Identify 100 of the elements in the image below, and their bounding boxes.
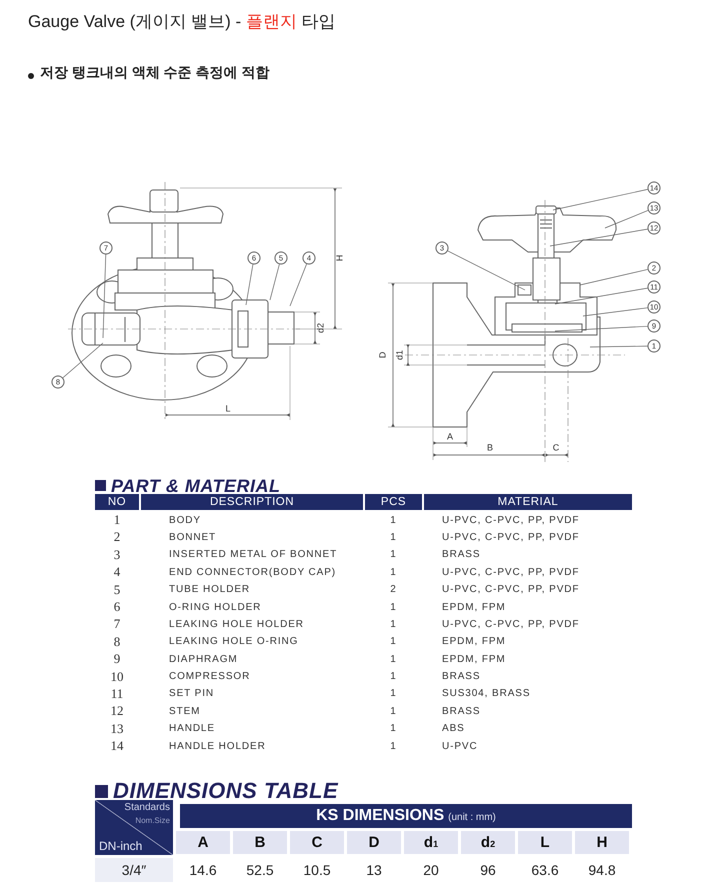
column-header: NO bbox=[95, 494, 139, 510]
table-cell-text: 12 bbox=[110, 702, 124, 720]
bullet-text: 저장 탱크내의 액체 수준 측정에 적합 bbox=[40, 64, 270, 82]
table-cell-text: 10 bbox=[110, 668, 124, 686]
table-cell-text: BODY bbox=[168, 514, 202, 528]
leader-line bbox=[580, 269, 648, 286]
table-cell-text: 1 bbox=[389, 740, 398, 754]
column-header: A bbox=[176, 831, 230, 854]
table-cell-text: 13 bbox=[365, 861, 383, 880]
leader-line bbox=[447, 250, 526, 290]
table-cell-text: ABS bbox=[441, 722, 466, 736]
table-cell-text: EPDM, FPM bbox=[441, 600, 507, 615]
header-text: DN-inch bbox=[99, 840, 142, 852]
valve-body-part bbox=[432, 282, 600, 428]
table-cell-text: STEM bbox=[168, 704, 202, 719]
table-cell-text: 14 bbox=[110, 737, 124, 755]
leader-line bbox=[554, 288, 648, 304]
unit-note: (unit : mm) bbox=[448, 812, 496, 823]
header-text: KS DIMENSIONS bbox=[316, 807, 444, 825]
dimension-label: A bbox=[447, 432, 453, 442]
table-cell-text: INSERTED METAL OF BONNET bbox=[168, 548, 338, 562]
leader-line bbox=[246, 264, 254, 306]
table-cell-text: 94.8 bbox=[587, 861, 617, 880]
table-cell-text: HANDLE HOLDER bbox=[168, 740, 267, 754]
leader-line bbox=[550, 228, 648, 246]
column-header: H bbox=[575, 831, 629, 854]
table-cell-text: EPDM, FPM bbox=[441, 652, 507, 667]
dimension-label: D bbox=[378, 352, 388, 358]
table-cell-text: 8 bbox=[112, 633, 122, 651]
table-cell-text: 1 bbox=[389, 670, 398, 684]
table-cell-text: END CONNECTOR(BODY CAP) bbox=[168, 566, 338, 580]
table-cell-text: 1 bbox=[389, 652, 398, 667]
table-cell-text: BRASS bbox=[441, 704, 482, 719]
leader-line bbox=[270, 264, 280, 300]
table-cell-text: 1 bbox=[389, 514, 398, 528]
leader-line bbox=[290, 264, 307, 306]
table-cell-text: U-PVC, C-PVC, PP, PVDF bbox=[441, 530, 580, 545]
table-cell-text: 96 bbox=[479, 861, 497, 880]
dimension-label: C bbox=[552, 444, 560, 452]
table-cell-text: U-PVC, C-PVC, PP, PVDF bbox=[441, 514, 580, 528]
header-text: Standards bbox=[124, 803, 170, 813]
table-cell-text: 1 bbox=[389, 530, 398, 545]
table-cell-text: 13 bbox=[110, 720, 124, 738]
table-cell-text: 1 bbox=[389, 635, 398, 650]
table-cell-text: 1 bbox=[389, 548, 398, 562]
table-cell-text: TUBE HOLDER bbox=[168, 583, 252, 598]
column-header: D bbox=[347, 831, 401, 854]
dimension-label: d2 bbox=[316, 323, 326, 333]
table-cell-text: DIAPHRAGM bbox=[168, 652, 239, 667]
table-cell-text: 1 bbox=[112, 511, 122, 529]
inserted-metal-part bbox=[518, 284, 532, 296]
column-header: DESCRIPTION bbox=[141, 494, 363, 510]
table-cell-text: LEAKING HOLE O-RING bbox=[168, 635, 300, 650]
dimension-label: L bbox=[226, 404, 230, 414]
leader-line bbox=[552, 189, 648, 210]
table-cell-text: LEAKING HOLE HOLDER bbox=[168, 618, 305, 632]
leader-line bbox=[582, 307, 648, 316]
table-cell-text: 5 bbox=[112, 580, 122, 598]
table-cell-text: HANDLE bbox=[168, 722, 216, 736]
table-cell-text: 10.5 bbox=[302, 861, 332, 880]
table-cell-text: COMPRESSOR bbox=[168, 670, 252, 684]
table-cell-text: 11 bbox=[110, 685, 124, 703]
table-cell-text: 14.6 bbox=[188, 861, 218, 880]
leader-line bbox=[62, 342, 104, 378]
table-cell-text: 20 bbox=[422, 861, 440, 880]
header-text: Nom.Size bbox=[135, 817, 170, 825]
table-cell-text: 1 bbox=[389, 566, 398, 580]
table-cell: 3/4″ bbox=[95, 858, 173, 882]
table-cell-text: 1 bbox=[389, 687, 398, 702]
table-cell-text: SUS304, BRASS bbox=[441, 687, 532, 702]
page-title: Gauge Valve (게이지 밸브) - 플랜지 타입 bbox=[28, 11, 336, 33]
column-header: L bbox=[518, 831, 572, 854]
table-cell-text: 2 bbox=[112, 528, 122, 546]
diaphragm-part bbox=[512, 324, 582, 332]
leader-line bbox=[102, 254, 106, 338]
table-cell-text: U-PVC, C-PVC, PP, PVDF bbox=[441, 566, 580, 580]
table-cell-text: 63.6 bbox=[530, 861, 560, 880]
section-heading: PART & MATERIAL bbox=[111, 477, 280, 495]
table-cell-text: 3 bbox=[112, 546, 122, 564]
table-cell-text: 52.5 bbox=[245, 861, 275, 880]
table-cell-text: U-PVC, C-PVC, PP, PVDF bbox=[441, 583, 580, 598]
section-heading: DIMENSIONS TABLE bbox=[113, 780, 338, 802]
leader-line bbox=[554, 326, 648, 332]
column-header: MATERIAL bbox=[424, 494, 632, 510]
table-cell-text: U-PVC bbox=[441, 740, 479, 754]
table-cell-text: O-RING HOLDER bbox=[168, 600, 262, 615]
dimension-label: B bbox=[487, 444, 493, 452]
column-header: PCS bbox=[365, 494, 422, 510]
column-header: C bbox=[290, 831, 344, 854]
stem-part bbox=[532, 214, 560, 300]
table-cell-text: SET PIN bbox=[168, 687, 216, 702]
table-cell-text: 2 bbox=[389, 583, 398, 598]
table-cell-text: BRASS bbox=[441, 548, 482, 562]
table-cell-text: U-PVC, C-PVC, PP, PVDF bbox=[441, 618, 580, 632]
dimension-label: d1 bbox=[396, 350, 404, 360]
table-cell-text: 7 bbox=[112, 616, 122, 634]
table-cell-text: 9 bbox=[112, 650, 122, 668]
table-cell-text: BONNET bbox=[168, 530, 218, 545]
dimension-label: H bbox=[336, 254, 344, 262]
table-cell-text: 1 bbox=[389, 618, 398, 632]
